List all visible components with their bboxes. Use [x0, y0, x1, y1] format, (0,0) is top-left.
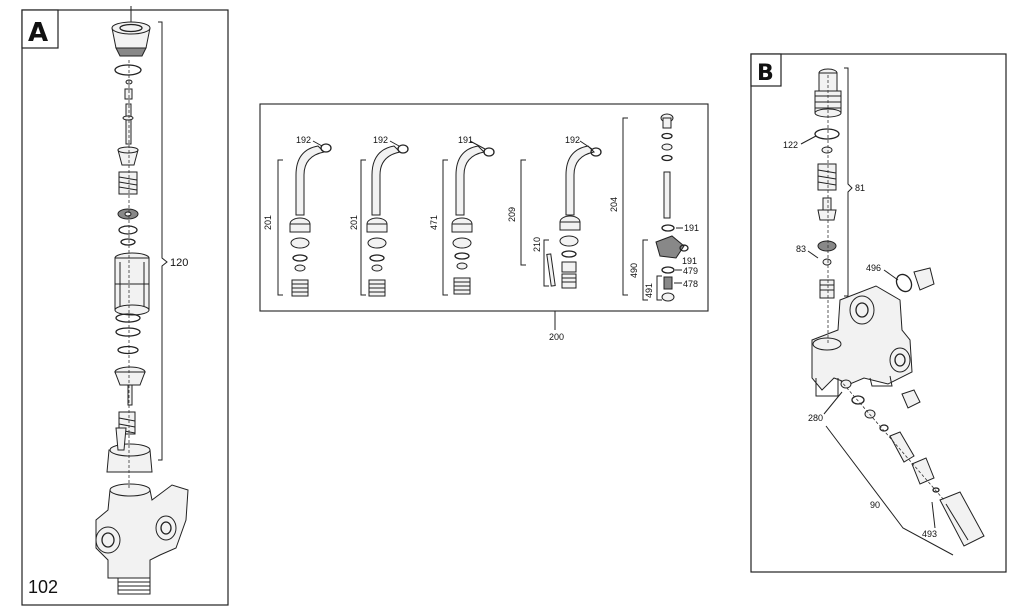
label-491: 491: [644, 283, 654, 298]
column-3-top-label: 191: [458, 135, 473, 145]
column-1: 192 201: [263, 135, 332, 297]
label-81: 81: [855, 183, 865, 193]
panel-b: B: [750, 53, 1007, 573]
column-1-top-label: 192: [296, 135, 311, 145]
group-81-bracket: [844, 67, 853, 297]
panel-a-letter: A: [28, 18, 48, 48]
panel-a-letter-box: [21, 9, 59, 49]
center-box-frame: [259, 103, 709, 312]
group-90-bracket: [825, 425, 954, 556]
column-4-side-label: 209: [507, 207, 517, 222]
label-122-leader: [800, 135, 817, 145]
label-83-leader: [807, 250, 819, 259]
group-120-label: 120: [170, 257, 188, 269]
label-83: 83: [796, 244, 806, 254]
panel-b-letter-box: [750, 53, 782, 87]
column-4-extra-label: 210: [532, 237, 542, 252]
column-2-top-label: 192: [373, 135, 388, 145]
panel-b-letter: B: [757, 61, 774, 86]
group-493-bracket: [931, 501, 936, 529]
figure-number: 102: [28, 577, 58, 597]
label-493: 493: [922, 529, 937, 539]
column-4-top-label: 192: [565, 135, 580, 145]
panel-b-parts: [811, 68, 985, 547]
column-2: 192 201: [349, 135, 409, 297]
group-120-bracket: [158, 21, 168, 461]
label-280-leader: [823, 391, 843, 415]
column-1-side-label: 201: [263, 215, 273, 230]
panel-a-frame: [21, 9, 229, 606]
label-479: 479: [683, 266, 698, 276]
label-191-b: 191: [682, 256, 697, 266]
label-496: 496: [866, 263, 881, 273]
column-2-side-label: 201: [349, 215, 359, 230]
group-200-label: 200: [549, 332, 564, 342]
panel-a: A 102: [21, 6, 229, 606]
column-5-side-label: 204: [609, 197, 619, 212]
label-496-leader: [883, 269, 899, 281]
label-490: 490: [629, 263, 639, 278]
panel-a-parts: [95, 6, 189, 595]
label-280: 280: [808, 413, 823, 423]
label-191-a: 191: [684, 223, 699, 233]
center-box: 200 192 201 192 201: [259, 103, 709, 342]
panel-b-frame: [750, 53, 1007, 573]
label-122: 122: [783, 140, 798, 150]
column-3-side-label: 471: [429, 215, 439, 230]
label-90: 90: [870, 500, 880, 510]
column-4: 192 209 210: [507, 135, 602, 289]
column-3: 191 471: [429, 135, 495, 296]
label-478: 478: [683, 279, 698, 289]
column-5: 191 191 479 478 204 490 491: [609, 113, 699, 302]
